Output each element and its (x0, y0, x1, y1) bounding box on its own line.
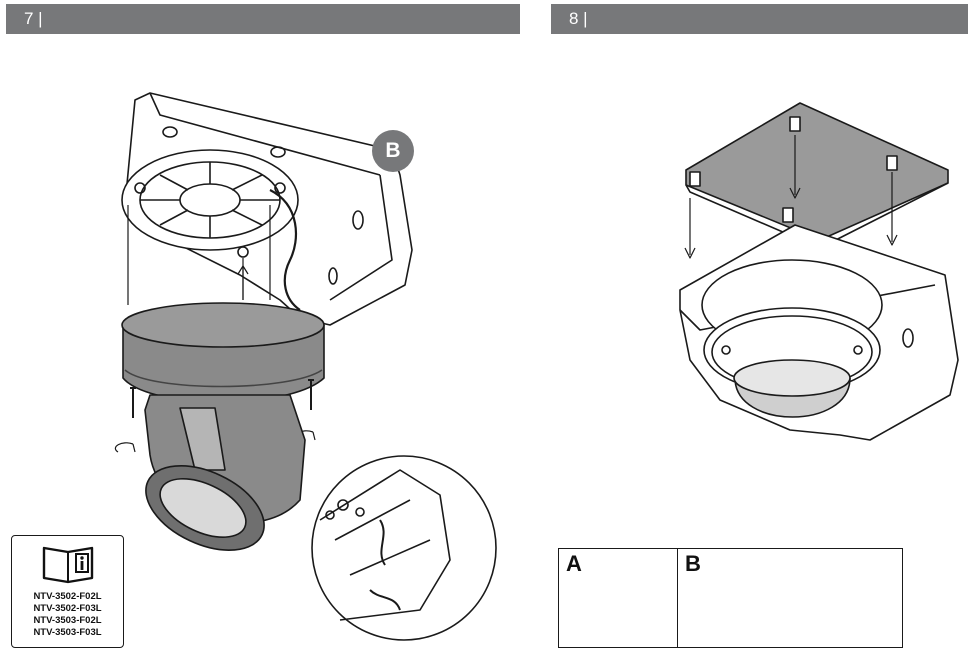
model-item: NTV-3502-F03L (33, 603, 102, 614)
detail-magnifier (311, 455, 497, 641)
callout-b-badge: B (372, 130, 414, 172)
mounting-plate (121, 149, 299, 258)
callout-b-label: B (385, 139, 401, 162)
step-8-label: 8 | (569, 9, 588, 28)
step-8-header: 8 | (551, 4, 968, 34)
cable (269, 189, 301, 311)
cover-plate (685, 102, 949, 241)
step-8-illustration (679, 102, 959, 441)
option-a-box: A (558, 548, 678, 648)
option-b-label: B (685, 551, 701, 576)
option-b-box: B (677, 548, 903, 648)
manual-info-icon (42, 546, 94, 584)
model-item: NTV-3503-F02L (33, 615, 102, 626)
manual-info-box: NTV-3502-F02L NTV-3502-F03L NTV-3503-F02… (11, 535, 124, 648)
camera-base (121, 302, 325, 403)
step-7-header: 7 | (6, 4, 520, 34)
step-7-label: 7 | (24, 9, 43, 28)
camera-turret (144, 394, 306, 551)
model-list: NTV-3502-F02L NTV-3502-F03L NTV-3503-F02… (12, 591, 123, 639)
model-item: NTV-3502-F02L (33, 591, 102, 602)
option-a-label: A (566, 551, 582, 576)
model-item: NTV-3503-F03L (33, 627, 102, 638)
